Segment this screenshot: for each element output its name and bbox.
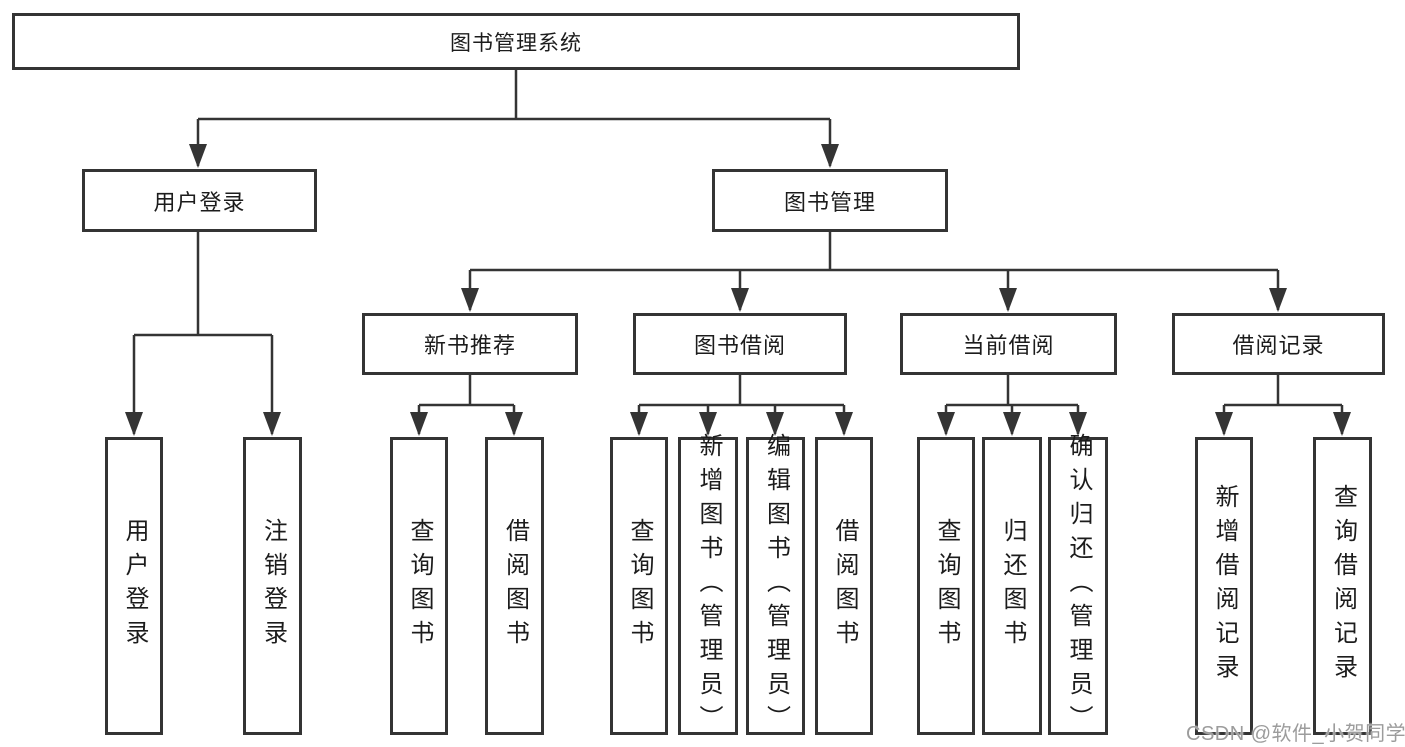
leaf-logout-label: 注销登录: [259, 518, 287, 654]
leaf-query-books-current: 查询图书: [917, 437, 975, 735]
leaf-query-books-current-label: 查询图书: [933, 518, 960, 654]
node-root-system-label: 图书管理系统: [450, 31, 582, 55]
node-new-book-recommend: 新书推荐: [362, 313, 578, 375]
leaf-logout: 注销登录: [243, 437, 302, 735]
leaf-query-borrow-record: 查询借阅记录: [1313, 437, 1372, 735]
leaf-query-books-borrow-label: 查询图书: [626, 518, 653, 654]
leaf-borrow-books-label: 借阅图书: [831, 518, 858, 654]
node-book-management-label: 图书管理: [783, 189, 876, 215]
leaf-borrow-books-recommend-label: 借阅图书: [501, 518, 529, 654]
connector-borrowing-records: [1215, 375, 1351, 436]
leaf-borrow-books: 借阅图书: [815, 437, 873, 735]
leaf-return-books-label: 归还图书: [999, 518, 1026, 654]
node-current-borrowing-label: 当前借阅: [962, 333, 1055, 358]
node-book-management: 图书管理: [712, 169, 948, 232]
leaf-query-borrow-record-label: 查询借阅记录: [1329, 484, 1357, 688]
node-new-book-recommend-label: 新书推荐: [423, 333, 516, 358]
leaf-query-books-recommend-label: 查询图书: [406, 518, 433, 654]
node-book-borrowing: 图书借阅: [633, 313, 847, 375]
connector-root-to-level2: [189, 70, 839, 168]
leaf-user-login: 用户登录: [105, 437, 163, 735]
leaf-query-books-recommend: 查询图书: [390, 437, 448, 735]
leaf-confirm-return-admin-label: 确认归还（管理员）: [1065, 433, 1092, 739]
leaf-user-login-label: 用户登录: [121, 518, 148, 654]
connector-new-book-recommend: [410, 375, 523, 436]
node-borrowing-records-label: 借阅记录: [1232, 333, 1325, 358]
leaf-return-books: 归还图书: [982, 437, 1042, 735]
leaf-add-borrow-record: 新增借阅记录: [1195, 437, 1253, 735]
node-borrowing-records: 借阅记录: [1172, 313, 1385, 375]
connector-book-management-branch: [461, 232, 1287, 312]
leaf-add-book-admin-label: 新增图书（管理员）: [695, 433, 722, 739]
node-current-borrowing: 当前借阅: [900, 313, 1117, 375]
leaf-query-books-borrow: 查询图书: [610, 437, 668, 735]
node-book-borrowing-label: 图书借阅: [693, 333, 786, 358]
leaf-add-book-admin: 新增图书（管理员）: [678, 433, 738, 739]
node-user-login: 用户登录: [82, 169, 317, 232]
connector-user-login-branch: [125, 232, 281, 436]
node-user-login-label: 用户登录: [153, 189, 246, 215]
connector-book-borrowing: [630, 375, 853, 436]
node-root-system: 图书管理系统: [12, 13, 1020, 70]
leaf-borrow-books-recommend: 借阅图书: [485, 437, 544, 735]
leaf-edit-book-admin-label: 编辑图书（管理员）: [762, 433, 790, 739]
connector-current-borrowing: [937, 375, 1087, 436]
leaf-add-borrow-record-label: 新增借阅记录: [1211, 484, 1238, 688]
leaf-edit-book-admin: 编辑图书（管理员）: [746, 433, 805, 739]
csdn-watermark: CSDN @软件_小贺同学: [1186, 723, 1405, 745]
leaf-confirm-return-admin: 确认归还（管理员）: [1048, 433, 1108, 739]
